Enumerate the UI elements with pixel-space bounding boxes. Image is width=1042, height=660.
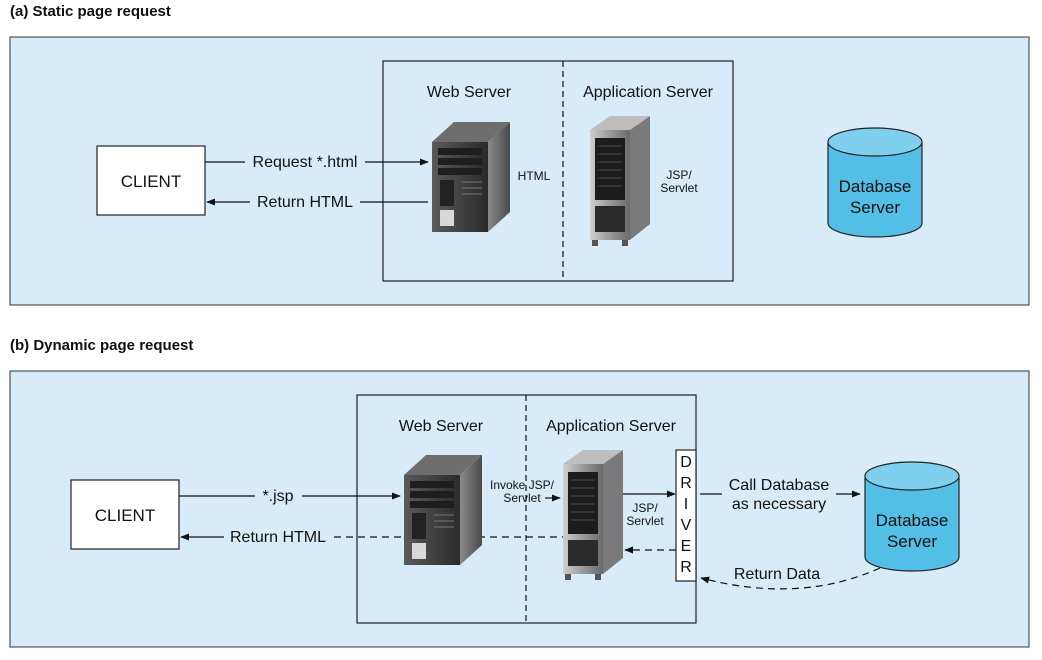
panel-b-application-server-icon [562,449,624,581]
panel-a-app-server-label: Application Server [583,84,714,101]
panel-b-invoke-label-2: Servlet [503,491,541,505]
panel-a-jsp-label-2: Servlet [660,181,698,195]
panel-b-client-box [70,479,180,550]
panel-a-return-label: Return HTML [257,194,353,211]
panel-b-database-label-1: Database [876,511,949,530]
panel-b-call-label-2: as necessary [732,496,826,513]
panel-a-database-icon [827,127,923,238]
panel-b-return-data-arrow [700,567,881,590]
panel-b-return-label: Return HTML [230,529,326,546]
panel-b-invoke-label-1: Invoke JSP/ [490,478,555,492]
web-server-icon [431,121,511,233]
panel-b-jsp-label-1: JSP/ [632,501,658,515]
driver-letter-r2: R [680,559,692,576]
panel-b-app-server-label: Application Server [546,418,677,435]
panel-b-web-server-icon [403,454,483,566]
panel-b-request-label: *.jsp [262,488,293,505]
panel-b-web-server-label: Web Server [399,418,484,435]
driver-letter-v: V [681,517,692,534]
panel-a-client-label: CLIENT [121,172,181,191]
panel-a-request-label: Request *.html [253,154,358,171]
panel-a-web-server-label: Web Server [427,84,512,101]
panel-a-heading: (a) Static page request [10,3,171,20]
panel-b-database-icon [864,461,960,572]
panel-b-jsp-label-2: Servlet [626,514,664,528]
panel-b-heading: (b) Dynamic page request [10,337,193,354]
panel-b-database-label-2: Server [887,532,937,551]
panel-a-database-label-2: Server [850,198,900,217]
panel-b-call-label-1: Call Database [729,477,830,494]
panel-a-client-box [96,145,206,216]
panel-a-html-label: HTML [518,169,551,183]
driver-box [675,449,697,582]
panel-b-client-label: CLIENT [95,506,155,525]
driver-letter-r: R [680,475,692,492]
panel-a-database-label-1: Database [839,177,912,196]
driver-letter-e: E [681,538,692,555]
application-server-icon [589,115,651,247]
driver-letter-i: I [684,496,688,513]
panel-a-jsp-label-1: JSP/ [666,168,692,182]
driver-letter-d: D [680,454,692,471]
panel-b-return-data-label: Return Data [734,566,820,583]
